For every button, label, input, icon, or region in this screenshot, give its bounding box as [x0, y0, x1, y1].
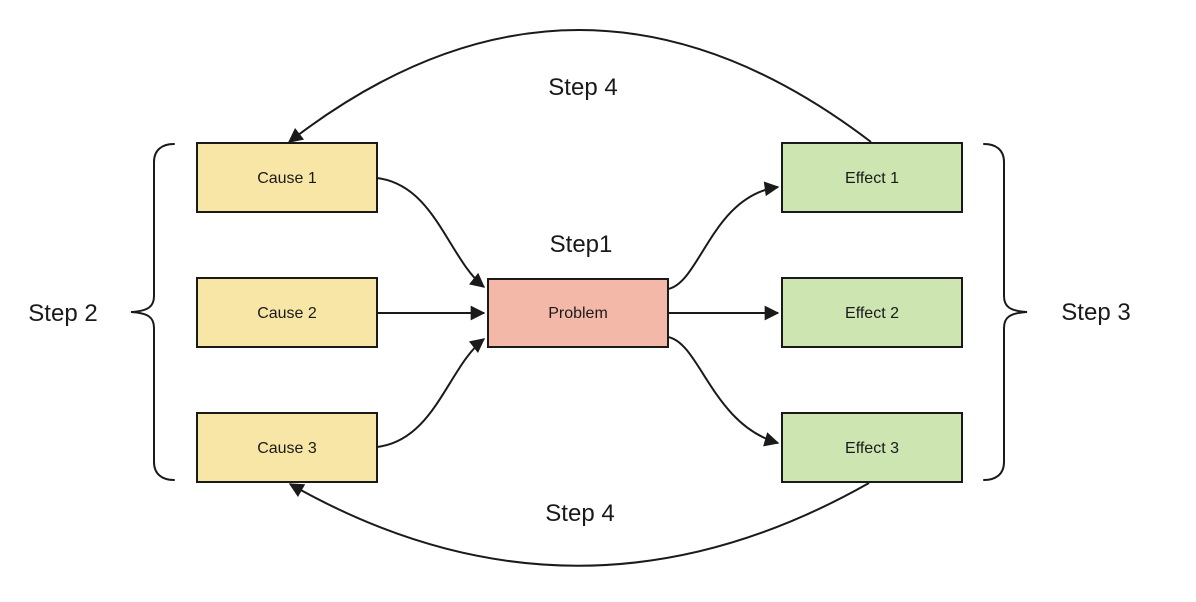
problem-to-effect3-arrow — [667, 336, 780, 447]
feedback-arrow-bottom — [288, 482, 870, 567]
step2-label: Step 2 — [28, 300, 97, 327]
cause-1-box — [196, 142, 378, 213]
cause3-to-problem-arrow — [376, 338, 486, 448]
cause-2-box — [196, 277, 378, 348]
effect-3-label: Effect 3 — [845, 440, 899, 457]
left-brace — [130, 143, 175, 481]
effect-3-box — [781, 412, 963, 483]
effect-2-label: Effect 2 — [845, 305, 899, 322]
step3-label: Step 3 — [1061, 299, 1130, 326]
cause-2-label: Cause 2 — [257, 305, 317, 322]
right-brace — [983, 143, 1028, 481]
step4-bottom-label: Step 4 — [545, 500, 614, 527]
feedback-arrow-top — [287, 29, 872, 143]
problem-to-effect1-arrow — [667, 181, 780, 290]
cause1-to-problem-arrow — [376, 177, 486, 288]
problem-box — [487, 278, 669, 348]
problem-label: Problem — [548, 305, 608, 322]
cause-1-label: Cause 1 — [257, 170, 317, 187]
effect-2-box — [781, 277, 963, 348]
step4-top-label: Step 4 — [548, 74, 617, 101]
effect-1-label: Effect 1 — [845, 170, 899, 187]
effect-1-box — [781, 142, 963, 213]
cause-3-label: Cause 3 — [257, 440, 317, 457]
step1-label: Step1 — [550, 231, 613, 258]
cause-3-box — [196, 412, 378, 483]
